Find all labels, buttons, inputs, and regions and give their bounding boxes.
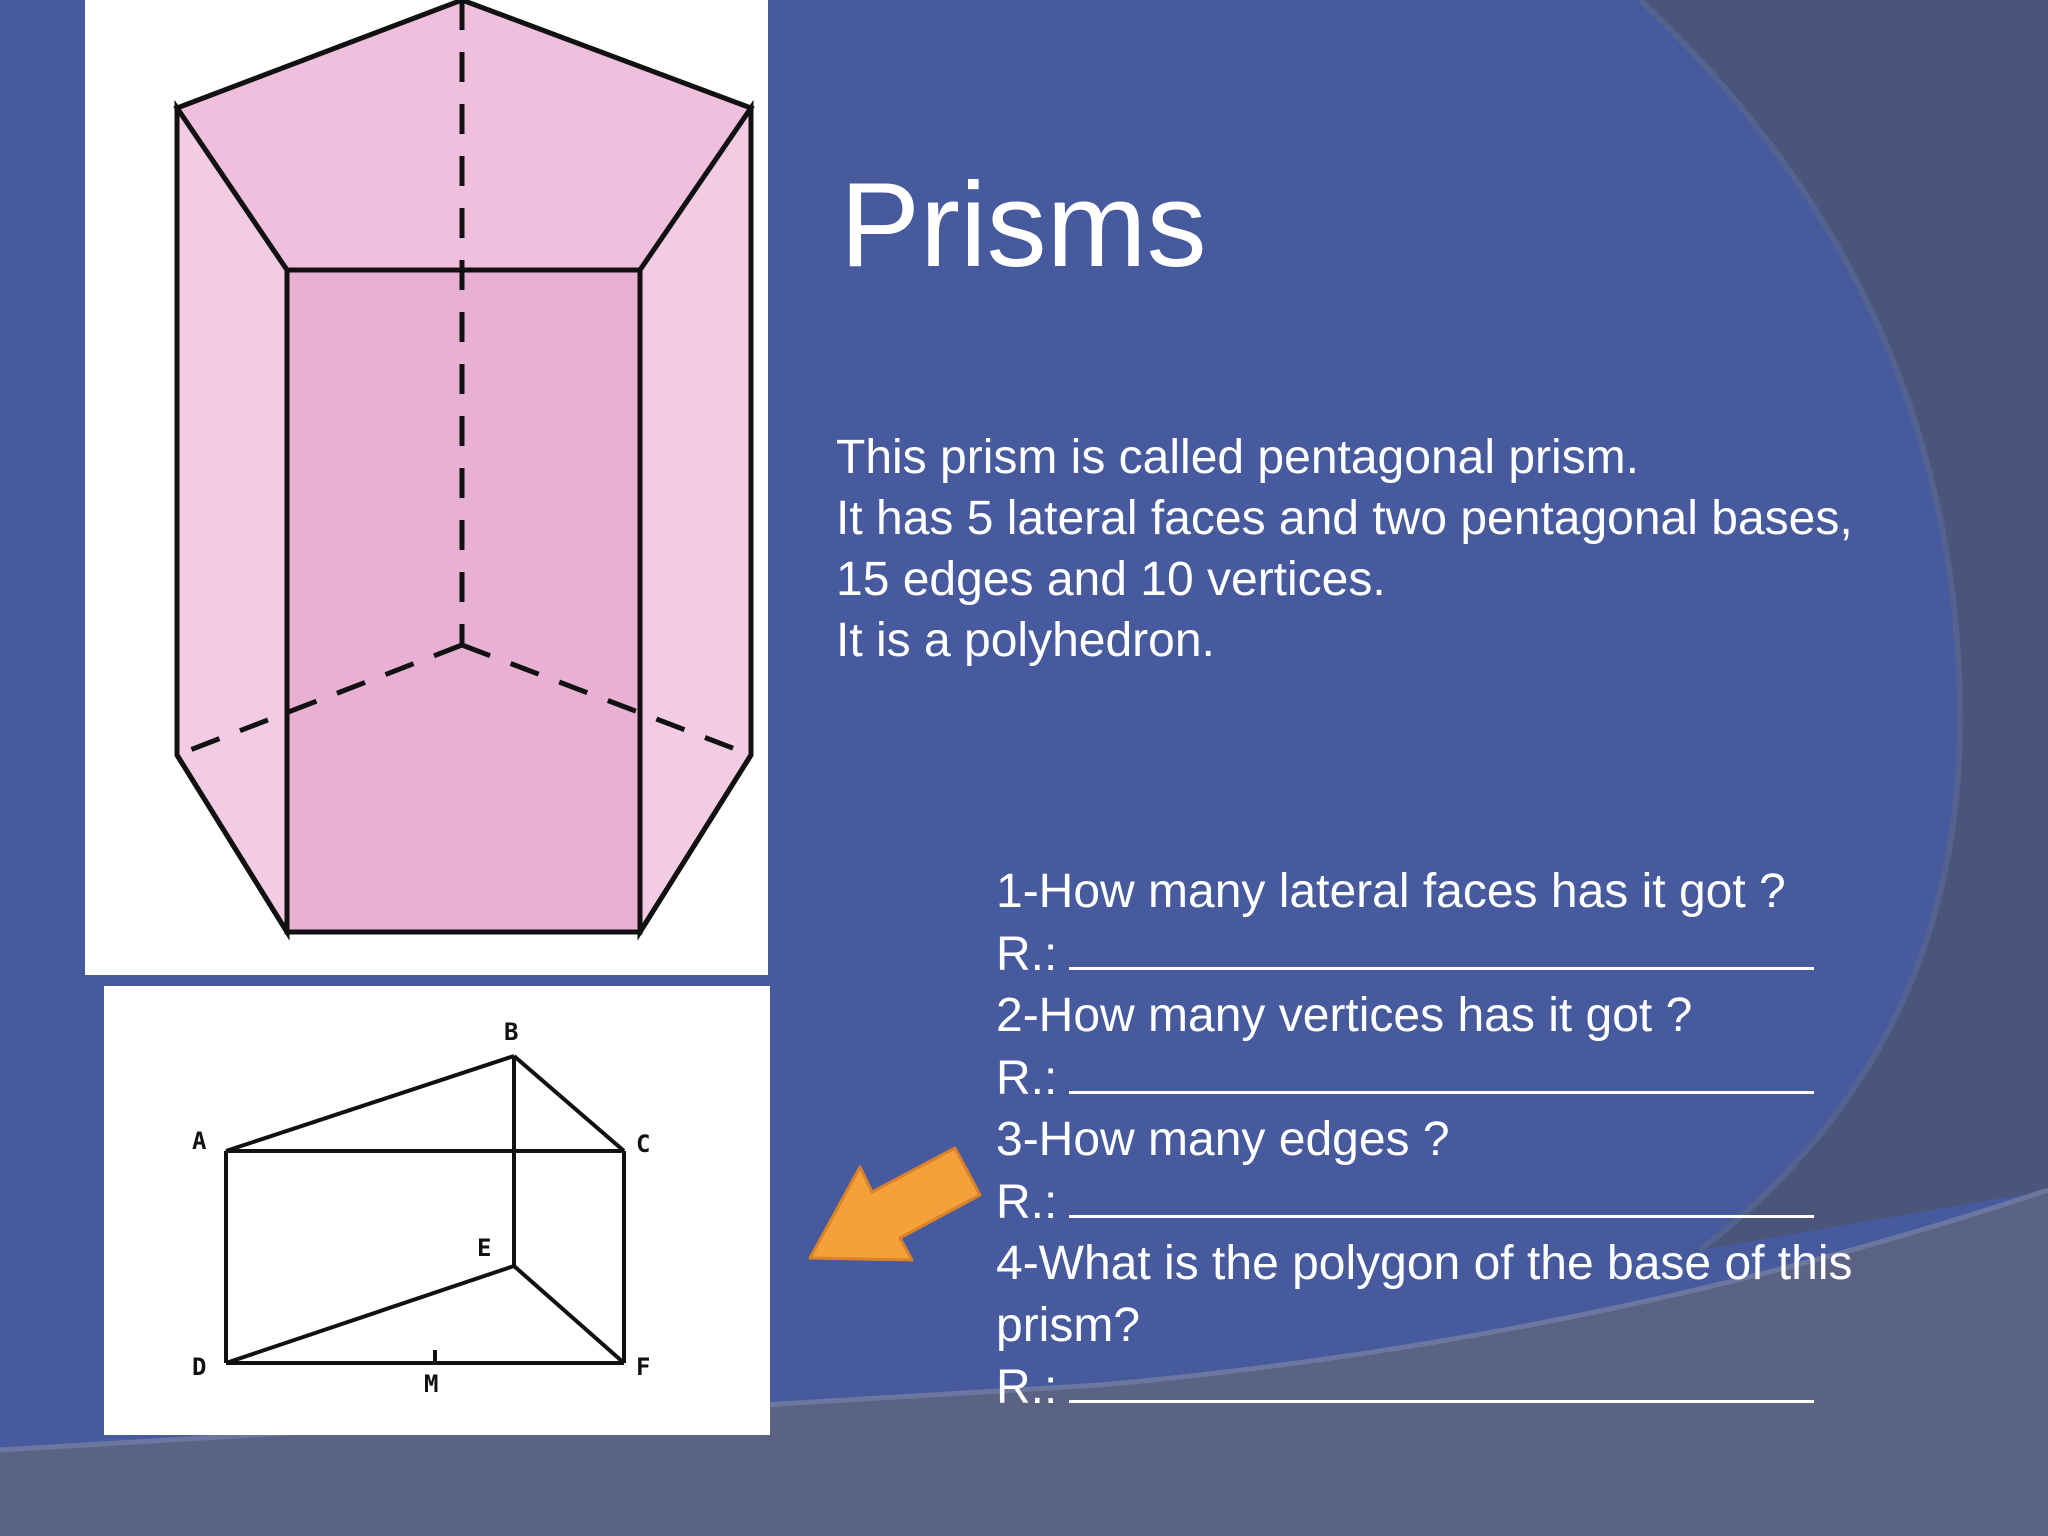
answer-prefix: R.: (996, 1051, 1058, 1105)
answer-row-1: R.: (996, 923, 1996, 986)
answer-blank-3[interactable] (1069, 1171, 1815, 1218)
point-label-m: M (424, 1370, 438, 1398)
answer-row-3: R.: (996, 1171, 1996, 1234)
question-list: 1-How many lateral faces has it got ? R.… (996, 861, 1996, 1419)
answer-prefix: R.: (996, 1175, 1058, 1229)
triangular-prism-diagram: B A C E D M F (104, 986, 770, 1435)
question-1: 1-How many lateral faces has it got ? (996, 865, 1786, 918)
vertex-label-f: F (636, 1353, 650, 1381)
vertex-label-d: D (192, 1353, 206, 1381)
answer-prefix: R.: (996, 927, 1058, 981)
description-line: It has 5 lateral faces and two pentagona… (836, 492, 1853, 545)
vertex-label-c: C (636, 1130, 650, 1158)
prism-description: This prism is called pentagonal prism. I… (836, 427, 2016, 671)
triangular-prism-drawing: B A C E D M F (192, 1018, 650, 1398)
vertex-label-a: A (192, 1127, 207, 1155)
arrow-down-left-icon (808, 1146, 982, 1262)
slide-title: Prisms (840, 158, 1207, 292)
description-line: 15 edges and 10 vertices. (836, 553, 1386, 606)
pentagonal-prism-image (85, 0, 768, 975)
vertex-label-e: E (477, 1234, 491, 1262)
question-3: 3-How many edges ? (996, 1113, 1450, 1166)
question-4-line-1: 4-What is the polygon of the base of thi… (996, 1237, 1853, 1290)
answer-prefix: R.: (996, 1361, 1058, 1414)
description-line: It is a polyhedron. (836, 614, 1215, 667)
answer-blank-2[interactable] (1069, 1047, 1815, 1094)
vertex-label-b: B (504, 1018, 518, 1046)
description-line: This prism is called pentagonal prism. (836, 431, 1639, 484)
question-4-line-2: prism? (996, 1298, 1141, 1352)
question-2: 2-How many vertices has it got ? (996, 989, 1693, 1042)
answer-blank-1[interactable] (1069, 923, 1815, 970)
pentagonal-prism-drawing (173, 0, 755, 941)
answer-row-4: R.: (996, 1356, 1996, 1419)
answer-blank-4[interactable] (1069, 1356, 1815, 1403)
answer-row-2: R.: (996, 1047, 1996, 1110)
